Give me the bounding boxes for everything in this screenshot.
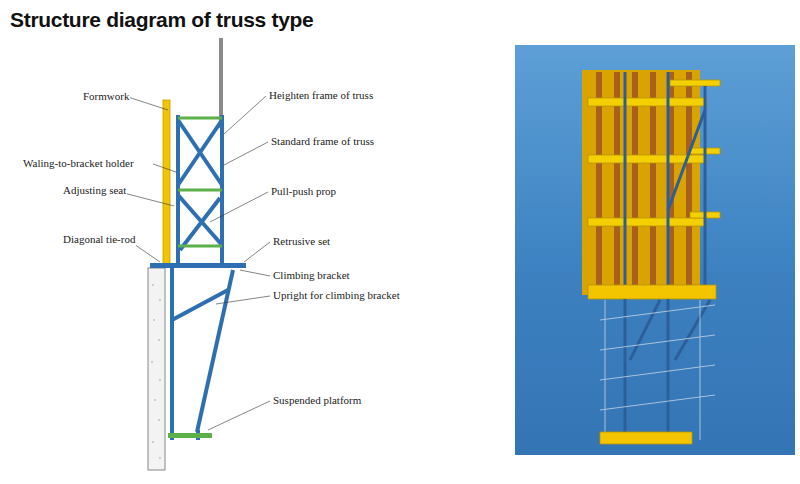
render-image bbox=[515, 45, 795, 455]
part-label: Climbing bracket bbox=[272, 269, 351, 282]
part-label: Waling-to-bracket holder bbox=[22, 157, 135, 170]
part-label: Formwork bbox=[82, 90, 130, 103]
part-label: Upright for climbing bracket bbox=[272, 289, 401, 302]
part-label: Adjusting seat bbox=[62, 184, 127, 197]
diagram-title: Structure diagram of truss type bbox=[10, 8, 313, 32]
section-drawing bbox=[116, 38, 270, 470]
part-label: Suspended platform bbox=[272, 394, 362, 407]
part-label: Standard frame of truss bbox=[270, 135, 375, 148]
part-label: Pull-push prop bbox=[270, 185, 337, 198]
part-label: Heighten frame of truss bbox=[268, 89, 374, 102]
part-label: Retrusive set bbox=[272, 235, 331, 248]
part-label: Diagonal tie-rod bbox=[62, 233, 136, 246]
